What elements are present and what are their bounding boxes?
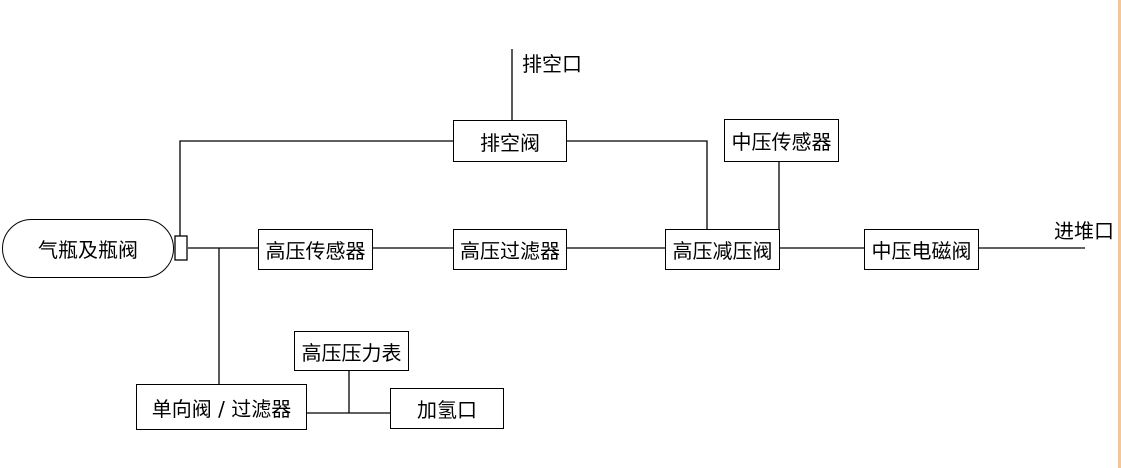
mp-sensor-label: 中压传感器 — [731, 130, 832, 154]
hp-reducer-node: 高压减压阀 — [665, 229, 780, 270]
vent-port-label: 排空口 — [522, 52, 582, 76]
vent-valve-label: 排空阀 — [480, 130, 540, 155]
hp-sensor-label: 高压传感器 — [265, 239, 366, 263]
fill-port-node: 加氢口 — [390, 388, 504, 429]
mp-solenoid-label: 中压电磁阀 — [871, 239, 972, 263]
right-edge-strip — [1118, 0, 1121, 468]
hp-reducer-label: 高压减压阀 — [672, 239, 773, 263]
hp-gauge-node: 高压压力表 — [294, 331, 409, 371]
fill-port-label: 加氢口 — [417, 398, 477, 422]
hp-filter-node: 高压过滤器 — [453, 229, 567, 270]
hp-filter-label: 高压过滤器 — [460, 239, 560, 263]
bottle-valve-connector — [174, 235, 188, 261]
check-filter-label: 单向阀 / 过滤器 — [151, 396, 292, 421]
stack-inlet-label: 进堆口 — [1054, 219, 1114, 243]
vent-loop-line — [179, 140, 708, 248]
cylinder-node: 气瓶及瓶阀 — [2, 219, 174, 278]
mp-sensor-node: 中压传感器 — [724, 119, 839, 162]
hp-sensor-node: 高压传感器 — [258, 229, 373, 270]
vent-valve-node: 排空阀 — [453, 120, 567, 162]
cylinder-label: 气瓶及瓶阀 — [38, 238, 138, 262]
mp-solenoid-node: 中压电磁阀 — [864, 229, 979, 270]
hp-gauge-label: 高压压力表 — [301, 340, 402, 365]
check-filter-node: 单向阀 / 过滤器 — [136, 384, 307, 430]
